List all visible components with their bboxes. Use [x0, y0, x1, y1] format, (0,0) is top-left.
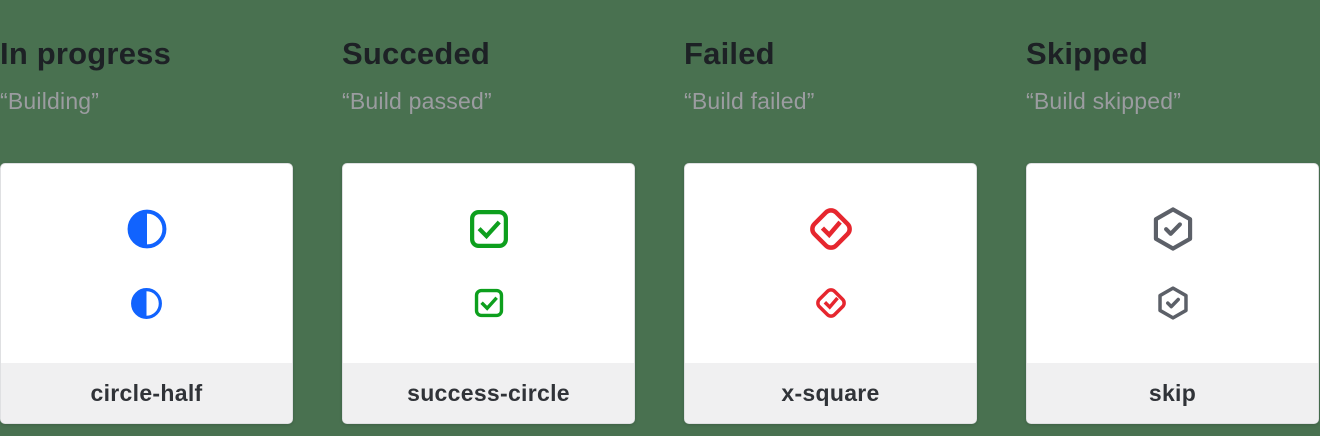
icon-card-body [1027, 164, 1318, 363]
icon-name-label: x-square [685, 363, 976, 423]
column-subtitle: “Building” [0, 88, 100, 114]
status-column-succeded: Succeded “Build passed” success-circle [342, 0, 635, 424]
column-title: Skipped [1026, 36, 1148, 71]
x-square-icon [804, 206, 858, 252]
icon-card-body [1, 164, 292, 363]
success-circle-icon [466, 206, 512, 252]
column-subtitle: “Build skipped” [1026, 88, 1182, 114]
icon-card-body [343, 164, 634, 363]
circle-half-icon [129, 285, 164, 321]
skip-icon [1148, 206, 1198, 252]
column-title: Failed [684, 36, 775, 71]
icon-card-body [685, 164, 976, 363]
x-square-icon [812, 285, 850, 321]
column-subtitle: “Build failed” [684, 88, 815, 114]
success-circle-icon [472, 285, 506, 321]
icon-card: success-circle [342, 163, 635, 424]
status-column-in-progress: In progress “Building” circle-half [0, 0, 293, 424]
icon-card: x-square [684, 163, 977, 424]
icon-name-label: circle-half [1, 363, 292, 423]
status-column-failed: Failed “Build failed” x-square [684, 0, 977, 424]
icon-name-label: success-circle [343, 363, 634, 423]
icon-name-label: skip [1027, 363, 1318, 423]
build-status-icon-spec: In progress “Building” circle-half [0, 0, 1319, 424]
icon-card: skip [1026, 163, 1319, 424]
circle-half-icon [125, 206, 169, 252]
icon-card: circle-half [0, 163, 293, 424]
skip-icon [1154, 285, 1192, 321]
column-subtitle: “Build passed” [342, 88, 492, 114]
status-column-skipped: Skipped “Build skipped” skip [1026, 0, 1319, 424]
column-title: Succeded [342, 36, 491, 71]
column-title: In progress [0, 36, 172, 71]
